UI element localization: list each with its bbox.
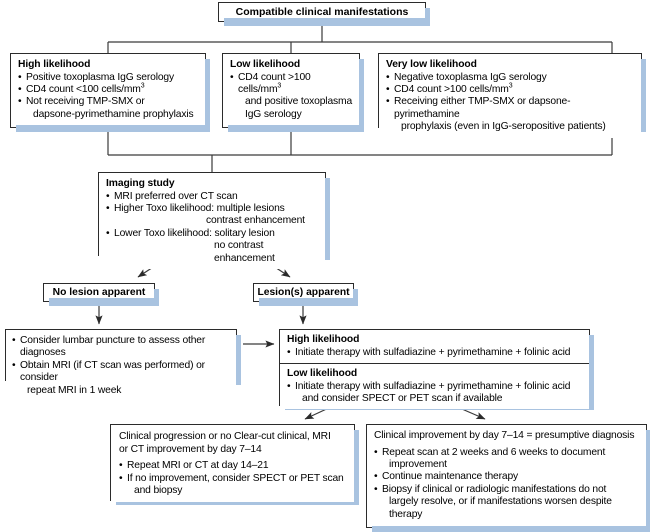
superscript: 3 [508, 82, 513, 90]
list-item: Receiving either TMP-SMX or dapsone-pyri… [386, 96, 635, 133]
improvement-inner: Clinical improvement by day 7–14 = presu… [367, 425, 646, 527]
list-item: Higher Toxo likelihood: multiple lesions… [106, 203, 319, 228]
list-item: Continue maintenance therapy [374, 471, 640, 484]
list-item: Repeat scan at 2 weeks and 6 weeks to do… [374, 447, 640, 472]
bullet-text-cont: improvement [389, 459, 447, 470]
bullet-text-cont: no contrast enhancement [214, 240, 275, 264]
list-item: Repeat MRI or CT at day 14–21 [119, 460, 348, 473]
list-item: Biopsy if clinical or radiologic manifes… [374, 484, 640, 521]
bullet-text: Not receiving TMP-SMX or [26, 96, 145, 108]
list-item: Lower Toxo likelihood: solitary lesionno… [106, 228, 319, 265]
list-item: Consider lumbar puncture to assess other… [12, 335, 231, 360]
node-lesions-apparent[interactable]: Lesion(s) apparent [253, 283, 358, 306]
list-item: Initiate therapy with sulfadiazine + pyr… [287, 346, 583, 360]
bullet-text: Biopsy if clinical or radiologic manifes… [382, 483, 607, 495]
node-very-low-likelihood[interactable]: Very low likelihood Negative toxoplasma … [378, 53, 646, 138]
therapy-inner: High likelihood Initiate therapy with su… [280, 330, 589, 410]
node-therapy-likelihood[interactable]: High likelihood Initiate therapy with su… [279, 329, 594, 410]
therapy-high-bullets: Initiate therapy with sulfadiazine + pyr… [287, 346, 583, 360]
bullet-text-cont: contrast enhancement [206, 215, 305, 227]
very-low-likelihood-title: Very low likelihood [386, 59, 477, 70]
bullet-text-cont: dapsone-pyrimethamine prophylaxis [33, 108, 194, 120]
progression-lead-line2: or CT improvement by day 7–14 [119, 443, 262, 455]
progression-bullets: Repeat MRI or CT at day 14–21 If no impr… [119, 460, 348, 497]
bullet-text-cont: and biopsy [134, 485, 183, 496]
node-low-likelihood[interactable]: Low likelihood CD4 count >100 cells/mm3 a… [222, 53, 364, 132]
list-item: Negative toxoplasma IgG serology [386, 71, 635, 85]
improvement-lead: Clinical improvement by day 7–14 = presu… [374, 430, 635, 441]
list-item: Not receiving TMP-SMX ordapsone-pyrimeth… [18, 96, 199, 121]
bullet-text-cont2: IgG serology [245, 108, 302, 120]
node-no-lesion-apparent[interactable]: No lesion apparent [43, 283, 159, 306]
bullet-text: Consider lumbar puncture to assess other… [20, 335, 206, 359]
bullet-text: Negative toxoplasma IgG serology [394, 71, 547, 83]
therapy-high-title: High likelihood [287, 334, 360, 345]
list-item: Obtain MRI (if CT scan was performed) or… [12, 360, 231, 397]
lesion-inner: Lesion(s) apparent [254, 284, 353, 298]
bullet-text: Receiving either TMP-SMX or dapsone-pyri… [394, 96, 571, 120]
very-low-likelihood-bullets: Negative toxoplasma IgG serology CD4 cou… [386, 72, 635, 134]
list-item: Initiate therapy with sulfadiazine + pyr… [287, 381, 583, 406]
list-item: CD4 count <100 cells/mm3 [18, 82, 199, 97]
imaging-study-bullets: MRI preferred over CT scan Higher Toxo l… [106, 191, 319, 265]
progression-inner: Clinical progression or no Clear-cut cli… [111, 425, 354, 503]
improvement-bullets: Repeat scan at 2 weeks and 6 weeks to do… [374, 447, 640, 521]
no-lesion-actions-inner: Consider lumbar puncture to assess other… [6, 330, 236, 402]
bullet-text: If no improvement, consider SPECT or PET… [127, 472, 344, 484]
bullet-text: CD4 count <100 cells/mm [26, 84, 141, 95]
bullet-text-cont: repeat MRI in 1 week [27, 384, 122, 396]
node-imaging-study-inner: Imaging study MRI preferred over CT scan… [99, 173, 325, 270]
bullet-text-cont: largely resolve, or if manifestations wo… [389, 496, 612, 508]
node-compatible-clinical-manifestations[interactable]: Compatible clinical manifestations [218, 2, 430, 26]
bullet-text: CD4 count >100 cells/mm [394, 84, 509, 95]
lesion-label: Lesion(s) apparent [257, 287, 350, 298]
node-high-likelihood-inner: High likelihood Positive toxoplasma IgG … [11, 54, 205, 126]
node-very-low-likelihood-inner: Very low likelihood Negative toxoplasma … [379, 54, 641, 138]
superscript: 3 [140, 82, 145, 90]
bullet-text: Obtain MRI (if CT scan was performed) or… [20, 359, 205, 384]
node-no-lesion-actions[interactable]: Consider lumbar puncture to assess other… [5, 329, 241, 402]
bullet-text: Higher Toxo likelihood: multiple lesions [114, 203, 285, 214]
list-item: If no improvement, consider SPECT or PET… [119, 473, 348, 498]
high-likelihood-bullets: Positive toxoplasma IgG serology CD4 cou… [18, 72, 199, 122]
bullet-text-cont2: therapy [389, 508, 423, 520]
progression-lead: Clinical progression or no Clear-cut cli… [119, 431, 348, 456]
bullet-text: Initiate therapy with sulfadiazine + pyr… [295, 346, 571, 358]
bullet-text-cont: prophylaxis (even in IgG-seropositive pa… [401, 121, 606, 133]
therapy-low-likelihood: Low likelihood Initiate therapy with sul… [280, 363, 589, 410]
no-lesion-inner: No lesion apparent [44, 284, 154, 298]
bullet-text-cont: and consider SPECT or PET scan if availa… [302, 393, 503, 404]
bullet-text: Repeat scan at 2 weeks and 6 weeks to do… [382, 446, 606, 458]
list-item: CD4 count >100 cells/mm3 [386, 82, 635, 97]
therapy-high-likelihood: High likelihood Initiate therapy with su… [280, 330, 589, 363]
no-lesion-label: No lesion apparent [52, 287, 146, 298]
low-likelihood-title: Low likelihood [230, 59, 301, 70]
node-clinical-improvement[interactable]: Clinical improvement by day 7–14 = presu… [366, 424, 650, 532]
progression-lead-line1: Clinical progression or no Clear-cut cli… [119, 431, 331, 442]
bullet-text: Repeat MRI or CT at day 14–21 [127, 460, 269, 472]
node-imaging-study[interactable]: Imaging study MRI preferred over CT scan… [98, 172, 330, 270]
list-item: CD4 count >100 cells/mm3 and positive tox… [230, 72, 353, 122]
bullet-text: MRI preferred over CT scan [114, 190, 238, 202]
bullet-text: Continue maintenance therapy [382, 471, 519, 483]
node-header-inner: Compatible clinical manifestations [219, 3, 425, 18]
bullet-text: CD4 count >100 cells/mm [238, 71, 311, 95]
low-likelihood-bullets: CD4 count >100 cells/mm3 and positive tox… [230, 72, 353, 122]
node-high-likelihood[interactable]: High likelihood Positive toxoplasma IgG … [10, 53, 210, 132]
bullet-text: Lower Toxo likelihood: solitary lesion [114, 227, 275, 239]
bullet-text-cont: and positive toxoplasma [245, 96, 353, 108]
therapy-low-title: Low likelihood [287, 368, 358, 379]
high-likelihood-title: High likelihood [18, 59, 91, 70]
node-low-likelihood-inner: Low likelihood CD4 count >100 cells/mm3 a… [223, 54, 359, 126]
list-item: MRI preferred over CT scan [106, 190, 319, 204]
superscript: 3 [277, 82, 282, 90]
bullet-text: Initiate therapy with sulfadiazine + pyr… [295, 380, 571, 392]
therapy-low-bullets: Initiate therapy with sulfadiazine + pyr… [287, 381, 583, 406]
list-item: Positive toxoplasma IgG serology [18, 71, 199, 85]
header-label: Compatible clinical manifestations [235, 6, 409, 18]
node-clinical-progression[interactable]: Clinical progression or no Clear-cut cli… [110, 424, 359, 505]
imaging-study-title: Imaging study [106, 178, 175, 189]
bullet-text: Positive toxoplasma IgG serology [26, 71, 175, 83]
no-lesion-action-bullets: Consider lumbar puncture to assess other… [12, 335, 231, 397]
